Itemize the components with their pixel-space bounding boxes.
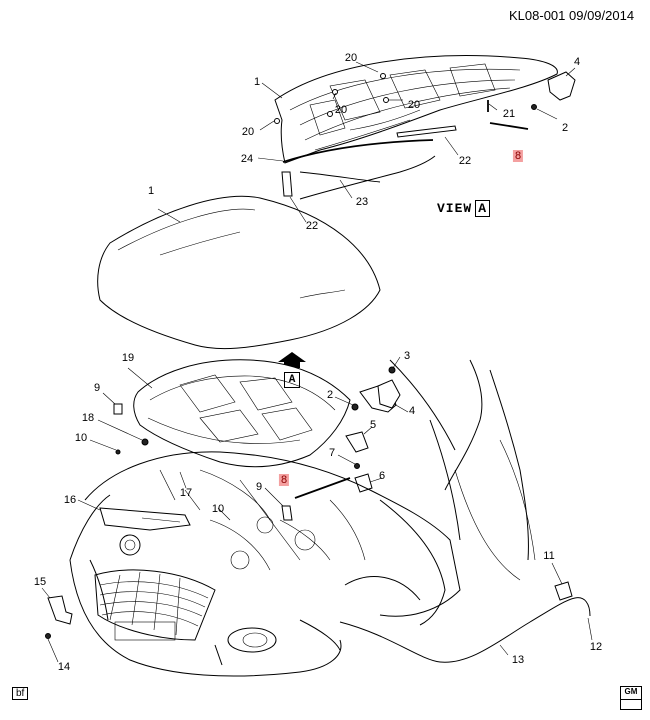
- callout-18: 18: [81, 412, 95, 424]
- callout-3: 3: [403, 350, 411, 362]
- callout-8-highlighted: 8: [512, 150, 524, 162]
- callout-16: 16: [63, 494, 77, 506]
- callout-14: 14: [57, 661, 71, 673]
- callout-9: 9: [93, 382, 101, 394]
- callout-15: 15: [33, 576, 47, 588]
- brand-logo-text: GM: [624, 687, 638, 696]
- callout-9: 9: [255, 481, 263, 493]
- callout-19: 19: [121, 352, 135, 364]
- callout-1: 1: [147, 185, 155, 197]
- callout-4: 4: [573, 56, 581, 68]
- callout-11: 11: [543, 550, 555, 562]
- callout-20: 20: [334, 104, 348, 116]
- callout-7: 7: [328, 447, 336, 459]
- callout-20: 20: [407, 99, 421, 111]
- callout-20: 20: [344, 52, 358, 64]
- callout-8-text: 8: [278, 474, 290, 486]
- callout-6: 6: [378, 470, 386, 482]
- brand-logo: GM: [620, 686, 642, 710]
- callout-17: 17: [179, 487, 193, 499]
- callout-24: 24: [240, 153, 254, 165]
- callout-22: 22: [458, 155, 472, 167]
- callout-2: 2: [326, 389, 334, 401]
- callout-1: 1: [253, 76, 261, 88]
- small-parts: [89, 356, 409, 521]
- callout-10: 10: [211, 503, 225, 515]
- callout-4: 4: [408, 405, 416, 417]
- corner-tag: bf: [12, 687, 29, 700]
- vehicle-front-end: [41, 359, 593, 677]
- callout-21: 21: [502, 108, 516, 120]
- hood-underside-view: [257, 55, 576, 223]
- hood-insulator: [127, 359, 351, 468]
- callout-8-text: 8: [512, 150, 524, 162]
- callout-5: 5: [369, 419, 377, 431]
- callout-22: 22: [305, 220, 319, 232]
- document-id: KL08-001 09/09/2014: [509, 8, 635, 23]
- callout-13: 13: [511, 654, 525, 666]
- view-label-text: VIEW: [437, 201, 473, 216]
- callout-12: 12: [589, 641, 603, 653]
- callout-10: 10: [74, 432, 88, 444]
- callout-20: 20: [241, 126, 255, 138]
- hood-panel: [97, 195, 381, 350]
- callout-23: 23: [355, 196, 369, 208]
- view-label-ref: A: [475, 200, 491, 217]
- callout-2: 2: [561, 122, 569, 134]
- direction-arrow-icon: [278, 352, 306, 368]
- callout-8-highlighted: 8: [278, 474, 290, 486]
- arrow-ref-label: A: [284, 372, 300, 388]
